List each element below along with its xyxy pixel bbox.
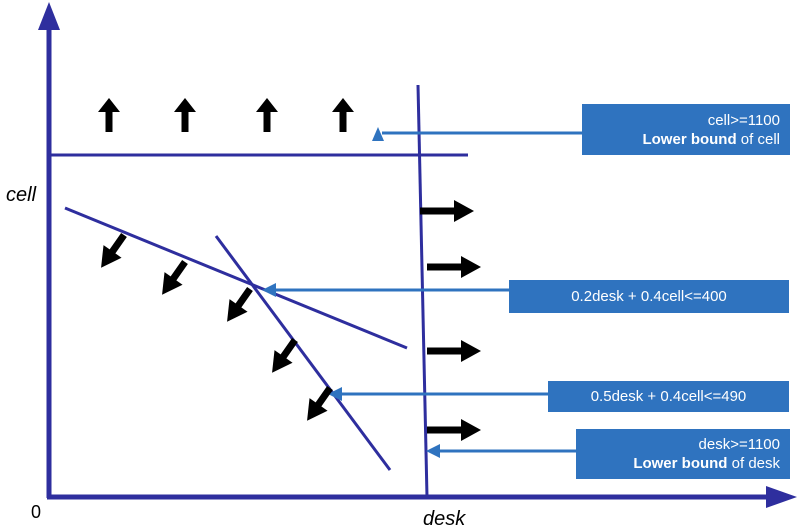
axes xyxy=(38,2,797,508)
pointer-cell-lower-bound-head xyxy=(372,127,384,141)
callout-constraint-2-text: 0.5desk + 0.4cell<=490 xyxy=(590,388,747,405)
origin-label: 0 xyxy=(31,502,42,522)
up-arrow-icon xyxy=(98,98,120,132)
pointer-constraint-2-head xyxy=(328,387,342,401)
up-arrow-icon xyxy=(174,98,196,132)
direction-arrows xyxy=(98,98,481,441)
callout-constraint-1: 0.2desk + 0.4cell<=400 xyxy=(509,280,789,313)
constraint-1-line xyxy=(64,206,408,350)
callout-desk-lower-bound-rest: of desk xyxy=(727,455,780,472)
up-arrow-icon xyxy=(256,98,278,132)
down-left-arrow-icon xyxy=(227,286,253,322)
down-left-arrow-icon xyxy=(307,385,333,421)
callout-desk-lower-bound-line2: Lower bound of desk xyxy=(586,454,780,473)
constraint-2-line xyxy=(214,235,392,471)
callout-cell-lower-bound-bold: Lower bound xyxy=(642,130,737,148)
y-axis-arrowhead xyxy=(38,2,60,30)
right-arrow-icon xyxy=(427,419,481,441)
up-arrow-icon xyxy=(332,98,354,132)
down-left-arrow-icon xyxy=(272,337,298,373)
callout-desk-lower-bound-bold: Lower bound xyxy=(633,455,728,472)
callout-cell-lower-bound-line1: cell>=1100 xyxy=(707,111,780,129)
right-arrow-icon xyxy=(420,200,474,222)
callout-desk-lower-bound: desk>=1100 Lower bound of desk xyxy=(576,429,790,479)
right-arrow-icon xyxy=(427,256,481,278)
callout-constraint-2: 0.5desk + 0.4cell<=490 xyxy=(548,381,789,412)
x-axis-label: desk xyxy=(423,508,466,530)
pointer-desk-lower-bound-head xyxy=(426,444,440,458)
down-left-arrow-icon xyxy=(101,232,127,268)
down-left-arrow-icon xyxy=(162,259,188,295)
callout-desk-lower-bound-line1: desk>=1100 xyxy=(698,436,780,453)
pointer-constraint-1-head xyxy=(262,283,276,297)
callout-cell-lower-bound: cell>=1100 Lower bound of cell xyxy=(582,104,790,155)
y-axis-label: cell xyxy=(6,184,37,206)
x-axis-arrowhead xyxy=(766,486,797,508)
callout-cell-lower-bound-line2: Lower bound of cell xyxy=(592,130,780,149)
right-arrow-icon xyxy=(427,340,481,362)
pointer-lines xyxy=(262,127,582,458)
callout-cell-lower-bound-rest: of cell xyxy=(736,130,780,148)
callout-constraint-1-text: 0.2desk + 0.4cell<=400 xyxy=(571,288,727,305)
